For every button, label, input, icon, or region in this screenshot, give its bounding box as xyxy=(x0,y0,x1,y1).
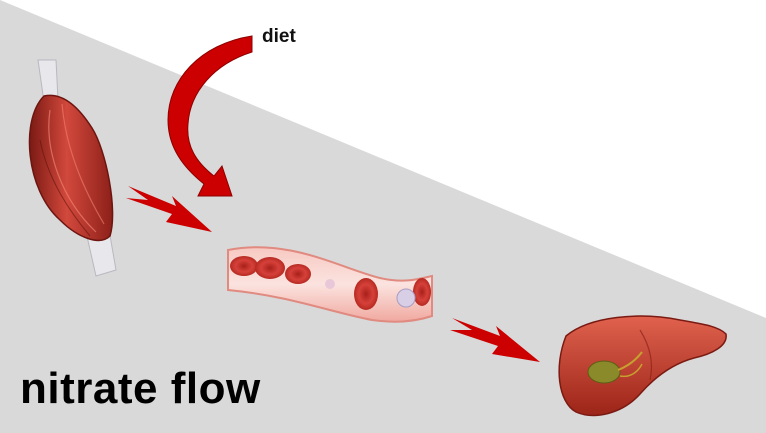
diet-label: diet xyxy=(262,26,296,48)
diagram-title: nitrate flow xyxy=(20,364,261,414)
